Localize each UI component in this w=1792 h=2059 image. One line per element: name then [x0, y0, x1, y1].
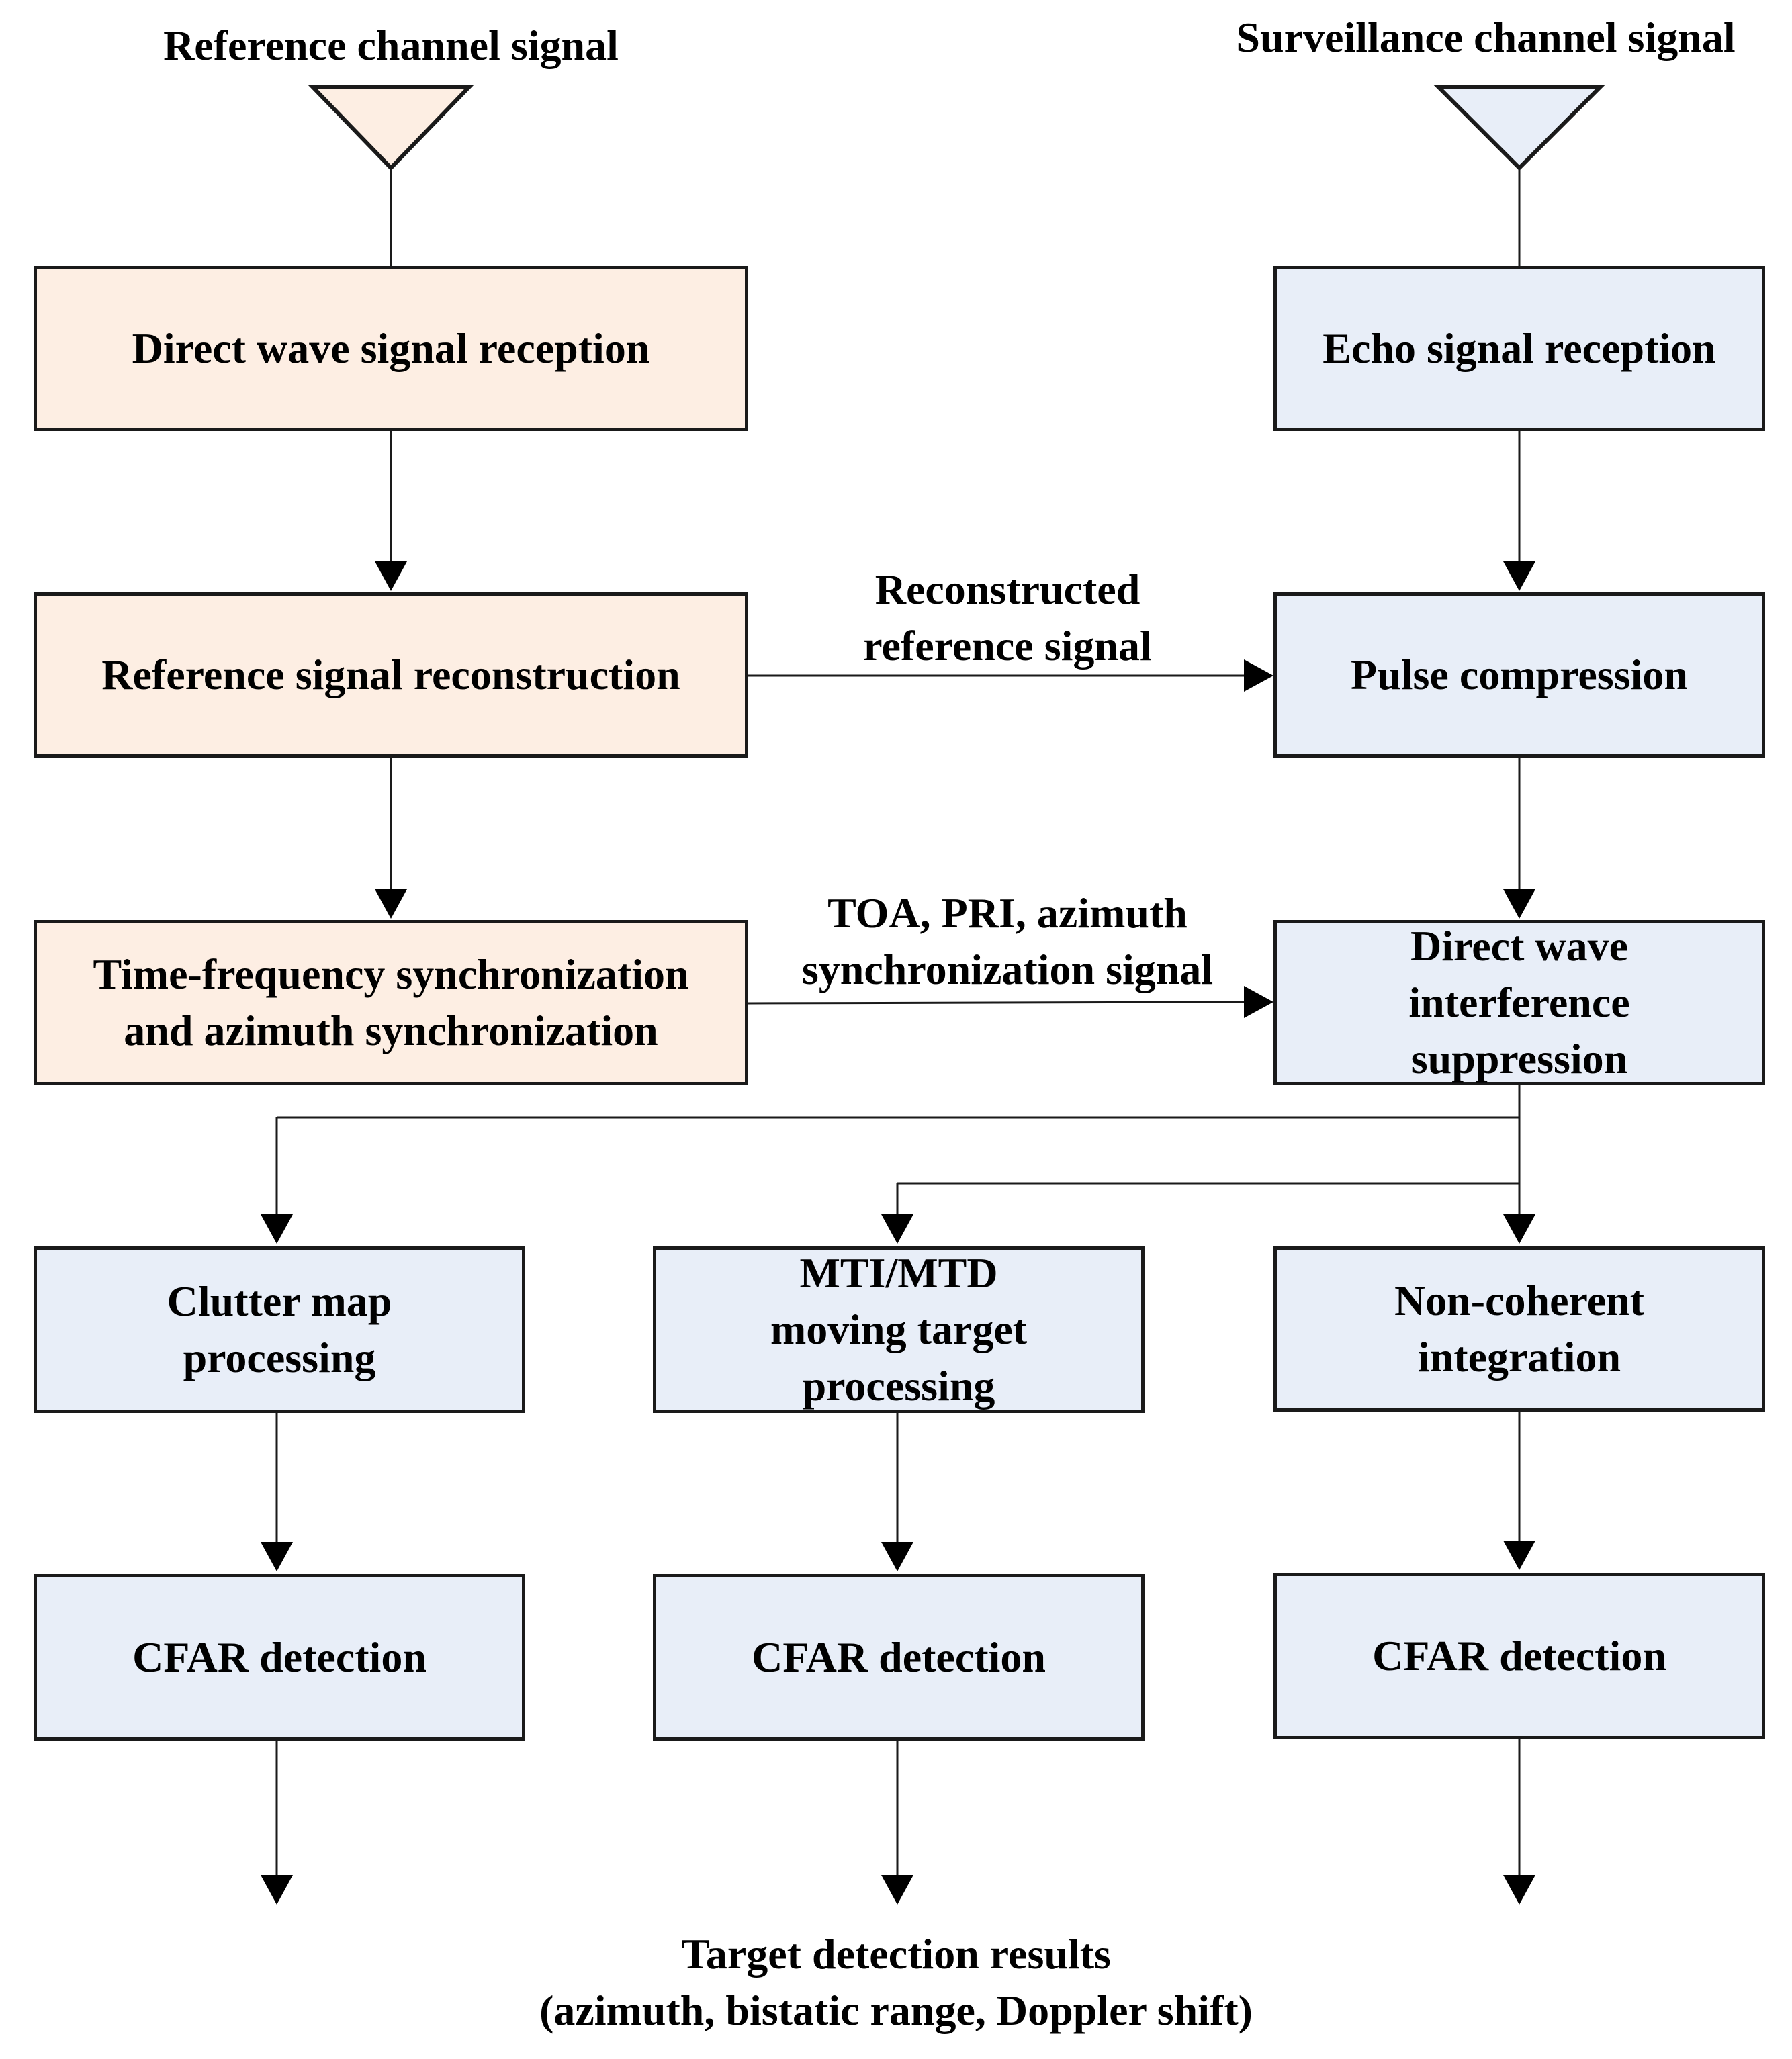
reference-reconstruction-box: Reference signal reconstruction	[34, 592, 748, 758]
reconstructed-signal-label: Reconstructed reference signal	[863, 565, 1152, 670]
direct-wave-suppression-box: Direct wave interference suppression	[1273, 920, 1765, 1085]
cfar-detection-box-right: CFAR detection	[1273, 1573, 1765, 1739]
surveillance-antenna-icon	[1433, 85, 1605, 171]
arrowhead-right-out	[1503, 1875, 1535, 1905]
mti-mtd-box: MTI/MTD moving target processing	[653, 1246, 1145, 1413]
arrowhead-branch-mid	[881, 1214, 913, 1244]
arrowhead-branch-right	[1503, 1214, 1535, 1244]
clutter-map-box: Clutter map processing	[34, 1246, 525, 1413]
arrowhead-mid-out	[881, 1875, 913, 1905]
non-coherent-integration-box: Non-coherent integration	[1273, 1246, 1765, 1412]
arrowhead-surv-1	[1503, 561, 1535, 591]
echo-reception-box: Echo signal reception	[1273, 266, 1765, 431]
arrowhead-left-1	[261, 1542, 293, 1571]
toa-pri-azimuth-label: TOA, PRI, azimuth synchronization signal	[801, 889, 1214, 993]
pulse-compression-box: Pulse compression	[1273, 592, 1765, 758]
connector-toa	[746, 1001, 1245, 1005]
reference-channel-title: Reference channel signal	[163, 21, 619, 69]
arrowhead-ref-2	[375, 889, 407, 919]
arrowhead-branch-left	[261, 1214, 293, 1244]
arrowhead-right-1	[1503, 1541, 1535, 1570]
target-detection-results: Target detection results (azimuth, bista…	[539, 1930, 1253, 2034]
arrowhead-surv-2	[1503, 889, 1535, 919]
cfar-detection-box-left: CFAR detection	[34, 1574, 525, 1741]
arrowhead-left-out	[261, 1875, 293, 1905]
time-frequency-sync-box: Time-frequency synchronization and azimu…	[34, 920, 748, 1085]
arrowhead-reconstructed	[1244, 659, 1273, 692]
arrowhead-mid-1	[881, 1542, 913, 1571]
arrowhead-ref-1	[375, 561, 407, 591]
reference-antenna-icon	[308, 85, 474, 171]
cfar-detection-box-middle: CFAR detection	[653, 1574, 1145, 1741]
arrowhead-toa	[1244, 986, 1273, 1018]
direct-wave-reception-box: Direct wave signal reception	[34, 266, 748, 431]
surveillance-channel-title: Surveillance channel signal	[1236, 13, 1736, 61]
